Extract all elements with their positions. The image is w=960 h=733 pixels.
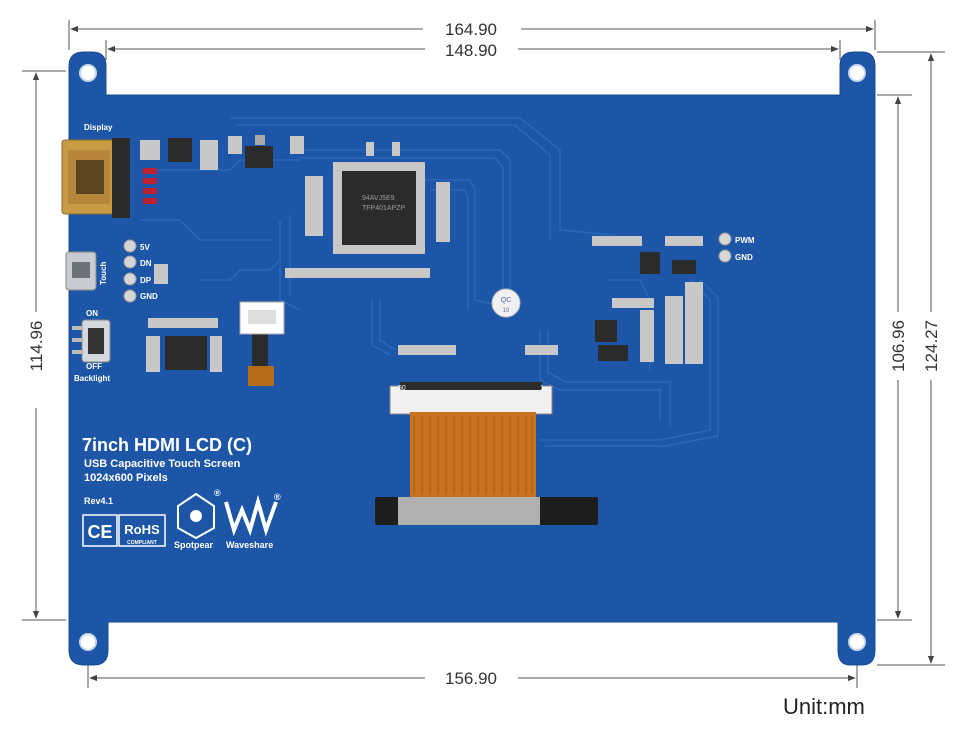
backlight-switch xyxy=(72,319,111,363)
svg-text:®: ® xyxy=(214,488,221,498)
dimension-lines xyxy=(22,20,945,688)
svg-text:COMPLIANT: COMPLIANT xyxy=(127,540,157,546)
chip-marking-2: TFP401APZP xyxy=(362,205,406,212)
qc-sticker: QC 10 xyxy=(491,288,521,318)
backlight-label: Backlight xyxy=(74,374,110,383)
qc-number: 10 xyxy=(503,308,510,314)
fpc-connector: 50 1 xyxy=(389,382,553,498)
pcb-board: 94AVJ5E9 TFP401APZP xyxy=(61,51,876,666)
board-resolution: 1024x600 Pixels xyxy=(84,472,168,484)
misc-components xyxy=(165,135,696,386)
dim-outer-height: 124.27 xyxy=(922,320,941,372)
spotpear-logo: ® Spotpear xyxy=(174,488,221,550)
waveshare-logo: ® Waveshare xyxy=(224,492,281,550)
display-tape xyxy=(375,497,598,525)
mounting-hole-bottom-left xyxy=(79,633,97,651)
pwm-pin-pads xyxy=(718,232,732,263)
dim-inner-height: 106.96 xyxy=(889,320,908,372)
passive-component-rows xyxy=(140,136,703,372)
rohs-logo: RoHS COMPLIANT xyxy=(118,514,166,547)
mounting-hole-top-left xyxy=(79,64,97,82)
pin-label-gnd-right: GND xyxy=(735,253,753,262)
svg-text:CE: CE xyxy=(87,522,112,542)
svg-text:®: ® xyxy=(274,492,281,502)
switch-on-label: ON xyxy=(86,309,98,318)
svg-text:RoHS: RoHS xyxy=(124,522,160,537)
mounting-hole-top-right xyxy=(848,64,866,82)
pcb-traces xyxy=(140,117,719,447)
display-label: Display xyxy=(84,123,113,132)
micro-usb-connector xyxy=(65,251,97,291)
qc-label: QC xyxy=(501,297,512,304)
dimension-labels: 164.90 148.90 156.90 114.96 106.96 124.2… xyxy=(27,20,941,688)
unit-label: Unit:mm xyxy=(783,694,865,719)
hdmi-resistor-array xyxy=(143,168,157,204)
svg-text:Spotpear: Spotpear xyxy=(174,540,214,550)
fpc-pin-1: 1 xyxy=(540,385,544,392)
usb-pin-pads xyxy=(123,239,137,303)
touch-label: Touch xyxy=(99,261,108,285)
dim-inner-width: 148.90 xyxy=(445,41,497,60)
chip-marking-1: 94AVJ5E9 xyxy=(362,195,395,202)
board-revision: Rev4.1 xyxy=(84,496,113,506)
dim-hole-spacing-x: 156.90 xyxy=(445,669,497,688)
pin-label-dn: DN xyxy=(140,259,152,268)
hdmi-connector xyxy=(61,138,130,218)
mounting-hole-bottom-right xyxy=(848,633,866,651)
pin-label-5v: 5V xyxy=(140,243,150,252)
pin-label-pwm: PWM xyxy=(735,236,755,245)
fpc-pin-50: 50 xyxy=(398,385,406,392)
ce-logo: CE xyxy=(82,514,118,547)
switch-off-label: OFF xyxy=(86,362,102,371)
board-title: 7inch HDMI LCD (C) xyxy=(82,435,252,455)
tfp401-chip: 94AVJ5E9 TFP401APZP xyxy=(333,162,425,254)
pin-label-dp: DP xyxy=(140,276,152,285)
board-subtitle: USB Capacitive Touch Screen xyxy=(84,458,241,470)
pin-label-gnd: GND xyxy=(140,292,158,301)
dim-left-height: 114.96 xyxy=(27,321,46,372)
dim-outer-width: 164.90 xyxy=(445,20,497,39)
svg-text:Waveshare: Waveshare xyxy=(226,540,273,550)
